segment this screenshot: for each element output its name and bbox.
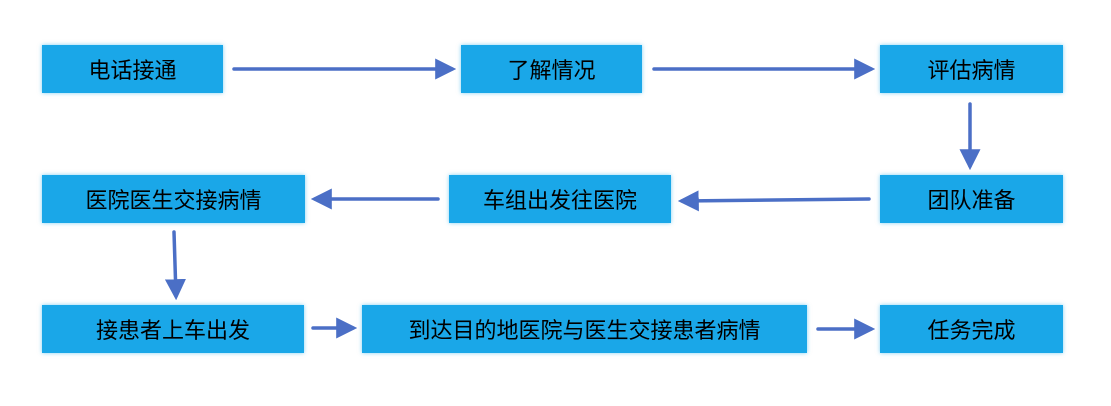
step-assess-condition: 评估病情: [880, 45, 1063, 93]
step-arrive-destination-handover: 到达目的地医院与医生交接患者病情: [362, 305, 807, 353]
step-hospital-doctor-handover: 医院医生交接病情: [42, 175, 305, 223]
step-crew-depart-to-hospital: 车组出发往医院: [449, 175, 671, 223]
step-call-connected: 电话接通: [42, 45, 223, 93]
step-task-complete: 任务完成: [880, 305, 1063, 353]
step-understand-situation: 了解情况: [461, 45, 642, 93]
step-team-preparation: 团队准备: [880, 175, 1063, 223]
arrow-step4-to-step5: [677, 190, 871, 212]
arrow-step6-to-step7: [164, 230, 186, 301]
step-patient-board-depart: 接患者上车出发: [42, 305, 304, 353]
